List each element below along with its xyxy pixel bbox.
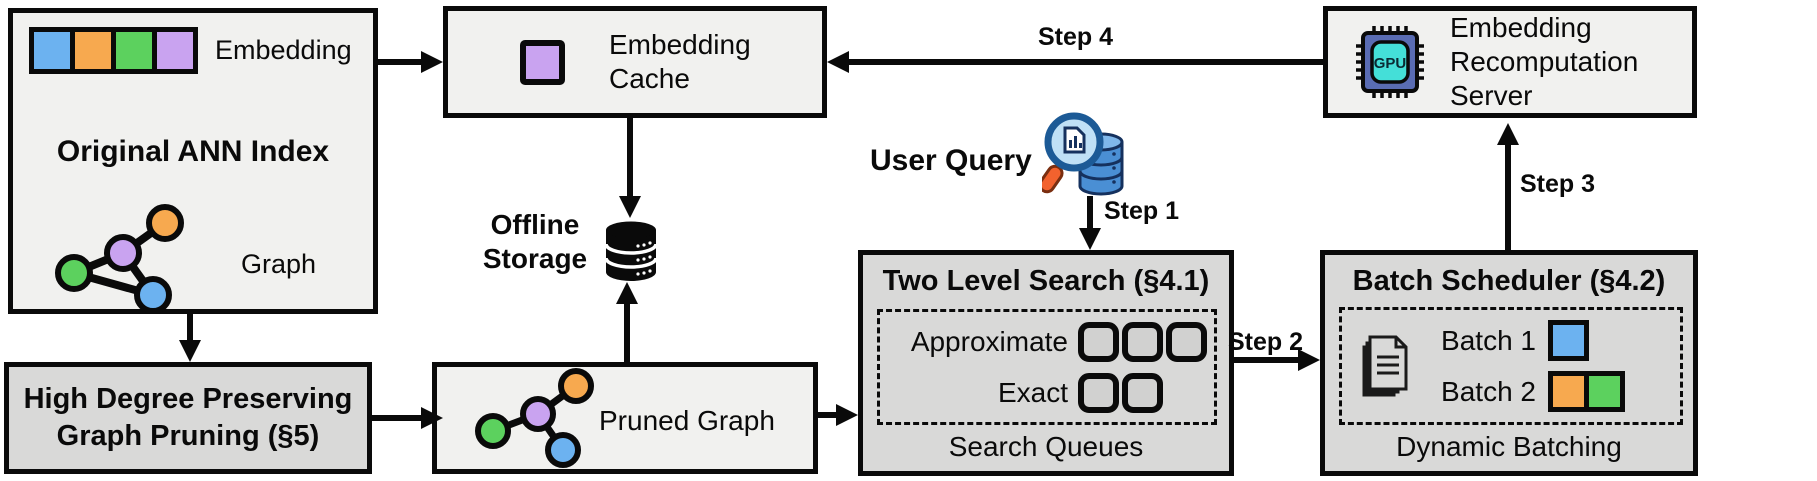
original-graph-icon [55,204,184,314]
queue-slot [1122,372,1163,413]
batch-1-row: Batch 1 [1420,320,1625,361]
batch-2-item-orange [1548,371,1589,412]
batch-2-item-green [1584,371,1625,412]
arrow-ann-to-cache [378,51,443,73]
arrow-ann-to-pruning [179,314,201,362]
recomputation-server-label: Embedding Recomputation Server [1450,12,1639,111]
queue-slot [1078,372,1119,413]
embedding-cell-green [116,32,152,69]
original-ann-index-box: Embedding Original ANN Index Graph [8,8,378,314]
two-level-search-box: Two Level Search (§4.1) Approximate Exac… [858,250,1234,476]
pruned-graph-icon [475,368,594,468]
embedding-cell-purple [157,32,193,69]
queue-slot [1166,321,1207,362]
pruned-graph-box: Pruned Graph [432,362,818,474]
batch-2-label: Batch 2 [1441,375,1536,407]
exact-queue-slots [1078,372,1163,413]
user-query-label: User Query [870,144,1032,177]
graph-pruning-label: High Degree Preserving Graph Pruning (§5… [23,383,353,452]
queue-slot [1122,321,1163,362]
search-queues-panel: Approximate Exact [877,309,1217,425]
exact-label: Exact [997,376,1068,408]
search-queues-caption: Search Queues [948,431,1144,462]
arrow-pruned-to-search [818,404,858,426]
batch-scheduler-title: Batch Scheduler (§4.2) [1352,265,1666,297]
approximate-queue-row: Approximate [886,321,1208,362]
arrow-step4 [827,51,1323,73]
cached-embedding-swatch [520,39,565,85]
original-ann-index-title: Original ANN Index [56,135,330,168]
embedding-vector-strip [29,27,198,74]
graph-pruning-box: High Degree Preserving Graph Pruning (§5… [4,362,372,474]
arrow-pruned-to-storage [616,282,638,362]
arrow-step3 [1497,123,1519,250]
step-2-label: Step 2 [1228,328,1304,356]
batch-1-item-blue [1548,320,1589,361]
documents-icon [1362,335,1408,397]
database-icon [604,221,658,281]
svg-text:GPU: GPU [1374,55,1407,72]
step-3-label: Step 3 [1520,170,1596,198]
arrow-cache-to-storage [619,118,641,218]
batch-1-label: Batch 1 [1441,324,1536,356]
recomputation-server-box: GPU Embedding Recomputation Server [1323,6,1697,118]
query-search-icon [1042,112,1124,196]
batch-rows: Batch 1 Batch 2 [1420,320,1625,412]
batch-scheduler-box: Batch Scheduler (§4.2) Batch 1 [1320,250,1698,476]
gpu-chip-icon: GPU [1356,26,1424,98]
exact-queue-row: Exact [886,372,1208,413]
offline-storage-label: Offline Storage [482,209,588,274]
embedding-cell-blue [34,32,70,69]
dynamic-batching-panel: Batch 1 Batch 2 [1339,307,1683,425]
approximate-queue-slots [1078,321,1207,362]
pruned-graph-label: Pruned Graph [599,405,775,436]
step-1-label: Step 1 [1104,197,1180,225]
embedding-label: Embedding [215,35,352,65]
queue-slot [1078,321,1119,362]
batch-2-row: Batch 2 [1420,371,1625,412]
two-level-search-title: Two Level Search (§4.1) [882,265,1210,297]
embedding-cache-label: Embedding Cache [609,29,751,94]
step-4-label: Step 4 [1038,23,1114,51]
approximate-label: Approximate [910,325,1068,357]
embedding-cell-orange [75,32,111,69]
embedding-cache-box: Embedding Cache [443,6,827,118]
graph-label: Graph [241,249,317,279]
arrow-step1 [1079,196,1101,250]
dynamic-batching-caption: Dynamic Batching [1396,431,1622,462]
